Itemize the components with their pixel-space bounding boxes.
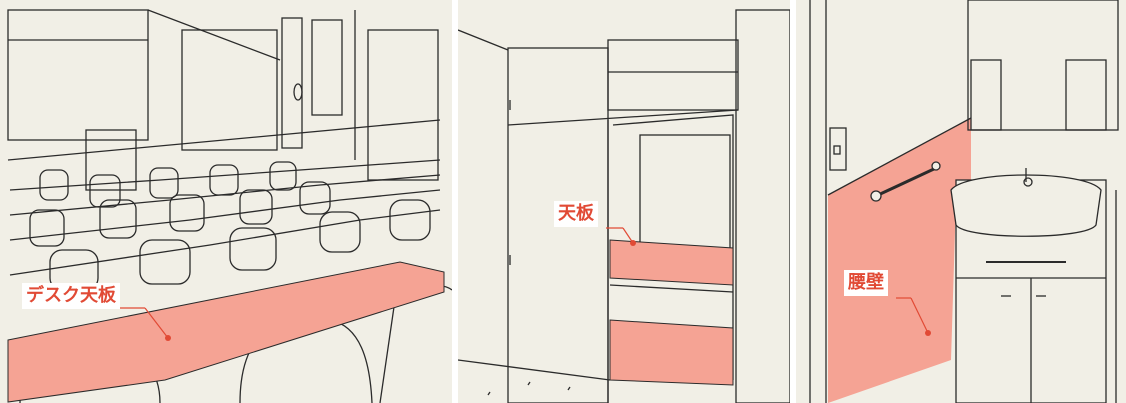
washroom-drawing: [809, 0, 1119, 403]
classroom-illustration: デスク天板: [0, 0, 452, 403]
top-board-highlight: [609, 239, 734, 286]
top-board-leader-line: [622, 227, 634, 244]
desk-top-marker: [165, 335, 171, 341]
light-switch: [829, 127, 847, 171]
wainscot-label: 腰壁: [844, 270, 888, 296]
desk-top-highlight: [7, 261, 445, 403]
top-board-marker: [630, 240, 636, 246]
sink-basin: [950, 174, 1102, 237]
closet-drawing: [458, 9, 790, 403]
desk-top-leader-line: [144, 307, 169, 339]
classroom-drawing: [7, 9, 452, 403]
wainscot-highlight: [828, 118, 971, 403]
projector-screen: [7, 9, 149, 141]
wainscot-leader-line: [910, 297, 929, 334]
podium: [85, 129, 137, 191]
closet-illustration: 天板: [458, 0, 790, 403]
washroom-illustration: 腰壁: [796, 0, 1126, 403]
upper-cabinet: [607, 39, 739, 111]
desk-top-label: デスク天板: [22, 283, 120, 309]
whiteboard: [181, 29, 278, 151]
wainscot-marker: [925, 330, 931, 336]
top-board-label: 天板: [554, 201, 598, 227]
